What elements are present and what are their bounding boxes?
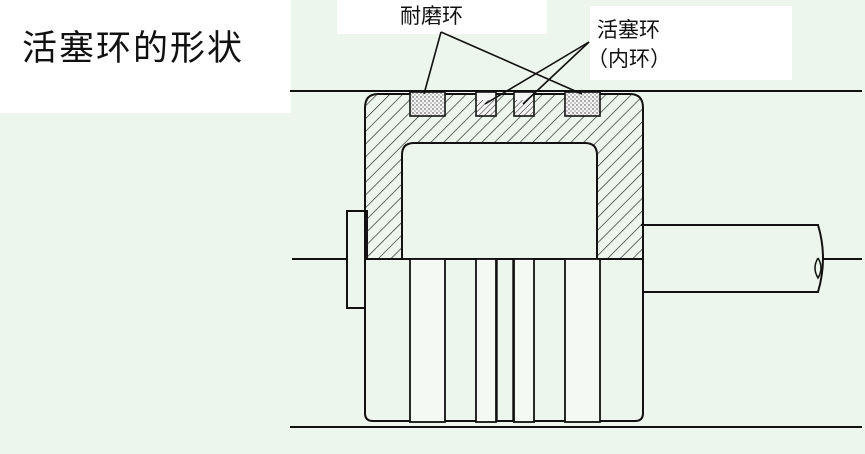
piston-section-hatched [364, 93, 644, 260]
piston-ring-leader-1 [484, 41, 590, 105]
diagram-title: 活塞环的形状 [22, 29, 245, 69]
wear-ring-label: 耐磨环 [400, 4, 463, 28]
piston-ring-leader-2 [522, 41, 590, 105]
rod-break-mark [814, 257, 822, 280]
piston-body-lower [364, 258, 644, 422]
ring-band-1 [409, 258, 446, 423]
ring-band-4 [564, 258, 601, 423]
ring-band-3 [513, 258, 535, 423]
piston-ring-label: 活塞环 [597, 18, 660, 42]
piston-rod [641, 224, 824, 293]
inner-ring-label: （内环） [587, 47, 671, 71]
title-panel: 活塞环的形状 [0, 0, 291, 113]
ring-band-2 [475, 258, 497, 423]
piston-ring-label-panel [590, 6, 792, 80]
wear-ring-leader-2 [440, 31, 583, 95]
wear-ring-label-panel [337, 0, 547, 34]
wear-ring-leader-1 [423, 31, 442, 95]
